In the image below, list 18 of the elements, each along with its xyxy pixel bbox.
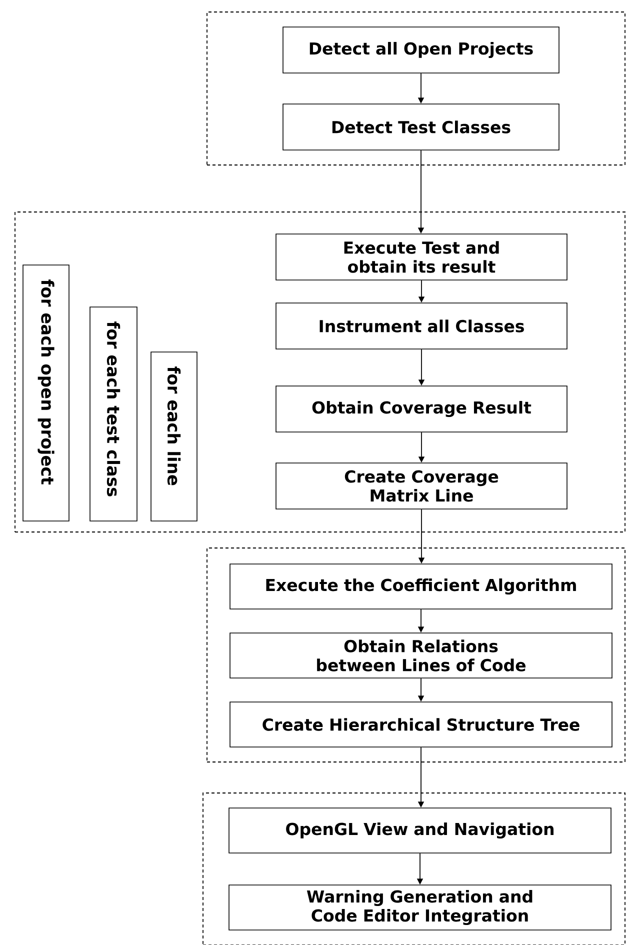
process-box: Instrument all Classes xyxy=(276,302,568,350)
process-box: Warning Generation and Code Editor Integration xyxy=(228,884,612,930)
process-box: Obtain Coverage Result xyxy=(276,386,568,432)
process-box: OpenGL View and Navigation xyxy=(228,808,612,854)
process-box: Create Hierarchical Structure Tree xyxy=(230,702,612,748)
group-frame xyxy=(202,792,626,945)
group-frame xyxy=(14,212,626,532)
process-box: Detect Test Classes xyxy=(282,104,560,150)
process-box: Obtain Relations between Lines of Code xyxy=(230,632,612,678)
process-box: Create Coverage Matrix Line xyxy=(276,462,568,510)
group-frame xyxy=(206,12,626,166)
process-box: Detect all Open Projects xyxy=(282,26,560,74)
loop-box: for each line xyxy=(150,352,198,522)
process-box: Execute the Coefficient Algorithm xyxy=(230,564,612,610)
loop-box: for each test class xyxy=(90,306,138,522)
loop-box: for each open project xyxy=(22,264,70,522)
process-box: Execute Test and obtain its result xyxy=(276,234,568,280)
group-frame xyxy=(206,548,626,762)
